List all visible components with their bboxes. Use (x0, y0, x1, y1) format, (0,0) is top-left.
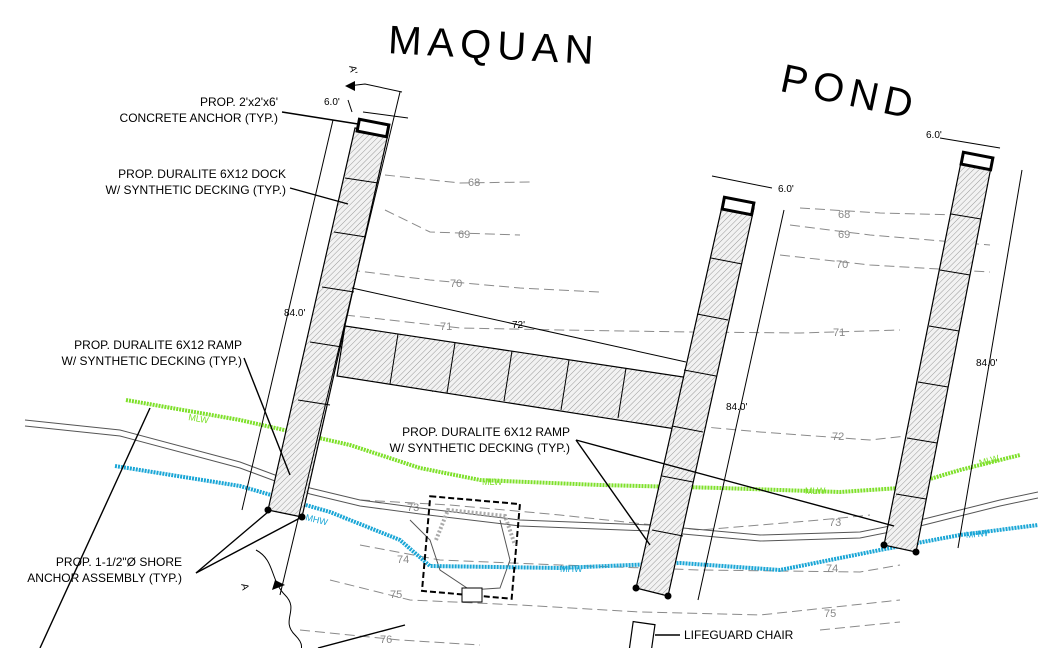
contour-75 (329, 579, 901, 616)
mlw-label-1: MLW (188, 412, 210, 425)
lifeguard-chair (628, 620, 656, 648)
title-pond: POND (777, 57, 923, 129)
callout-line: ANCHOR ASSEMBLY (TYP.) (27, 571, 182, 585)
contour-label-68b: 68 (838, 209, 850, 221)
dim-length-right: 84.0' (976, 358, 997, 369)
contour-70 (349, 254, 991, 293)
dock-left (264, 117, 391, 521)
dimension-lines (241, 81, 1023, 601)
shore-anchor-point (264, 506, 272, 514)
contour-label-71b: 71 (833, 327, 845, 339)
callout-dock: PROP. DURALITE 6X12 DOCK W/ SYNTHETIC DE… (106, 167, 286, 197)
callout-shore-anchor: PROP. 1-1/2"Ø SHORE ANCHOR ASSEMBLY (TYP… (27, 555, 182, 585)
contour-label-75b: 75 (824, 608, 836, 620)
mlw-label-3: MLW (805, 486, 826, 496)
contour-73 (359, 499, 871, 531)
contour-label-72b: 72 (832, 431, 844, 443)
mhw-label-1: MHW (305, 512, 330, 527)
callout-line: W/ SYNTHETIC DECKING (TYP.) (62, 354, 242, 368)
dim-width-center: 6.0' (778, 184, 794, 195)
contour-label-74b: 74 (826, 563, 838, 575)
section-mark-a: A (238, 582, 250, 591)
contour-69 (384, 209, 991, 246)
dim-width-left: 6.0' (324, 97, 340, 108)
dim-width-right: 6.0' (926, 130, 942, 141)
callout-concrete-anchor: PROP. 2'x2'x6' CONCRETE ANCHOR (TYP.) (120, 95, 278, 125)
contour-76 (299, 621, 901, 646)
callout-line: PROP. 1-1/2"Ø SHORE (56, 555, 182, 569)
concrete-anchor-right (959, 150, 995, 172)
contour-label-76: 76 (380, 634, 392, 646)
contour-label-74a: 74 (397, 554, 409, 566)
callout-line: PROP. 2'x2'x6' (200, 95, 278, 109)
contour-label-71a: 71 (440, 321, 452, 333)
shore-anchor-point (880, 541, 888, 549)
callout-line: CONCRETE ANCHOR (TYP.) (120, 111, 278, 125)
callout-ramp-center: PROP. DURALITE 6X12 RAMP W/ SYNTHETIC DE… (390, 425, 570, 455)
dock-center (632, 195, 756, 600)
guard-stand (461, 587, 483, 603)
callout-leaders (39, 111, 895, 648)
concrete-anchor-left (355, 117, 391, 139)
contour-label-69a: 69 (458, 229, 470, 241)
mhw-label-3: MHW (965, 528, 989, 540)
title-maquan: MAQUAN (387, 18, 601, 73)
dim-spacing: 72' (512, 320, 525, 331)
shore-anchor-point (912, 548, 920, 556)
contour-label-70a: 70 (450, 278, 462, 290)
mlw-line (125, 398, 1021, 495)
callout-line: PROP. DURALITE 6X12 DOCK (118, 167, 286, 181)
contour-label-75a: 75 (390, 589, 402, 601)
contour-label-69b: 69 (838, 229, 850, 241)
callout-line: W/ SYNTHETIC DECKING (TYP.) (106, 183, 286, 197)
beach-path (434, 507, 517, 546)
swim-area-boundary (420, 495, 522, 600)
dim-length-center: 84.0' (726, 402, 747, 413)
shore-anchor-point (632, 584, 640, 592)
callout-line: PROP. DURALITE 6X12 RAMP (74, 338, 242, 352)
mlw-label-4: MLW (978, 453, 1001, 468)
callout-ramp-left: PROP. DURALITE 6X12 RAMP W/ SYNTHETIC DE… (62, 338, 242, 368)
contour-68 (384, 174, 961, 216)
mhw-label-2: MHW (560, 564, 583, 574)
connecting-ramp (336, 325, 691, 431)
shore-anchor-point (664, 592, 672, 600)
contour-label-73b: 73 (829, 517, 841, 529)
contour-71 (344, 314, 901, 334)
break-line (255, 549, 303, 648)
contour-label-68a: 68 (468, 177, 480, 189)
concrete-anchor-center (720, 195, 756, 217)
mlw-label-2: MLW (482, 477, 503, 487)
contour-label-70b: 70 (836, 259, 848, 271)
dim-length-left: 84.0' (284, 308, 305, 319)
callout-line: PROP. DURALITE 6X12 RAMP (402, 425, 570, 439)
contour-74 (359, 544, 901, 573)
shore-anchor-point (298, 513, 306, 521)
dock-right (880, 150, 995, 556)
contour-label-73a: 73 (407, 502, 419, 514)
callout-line: W/ SYNTHETIC DECKING (TYP.) (390, 441, 570, 455)
section-mark-a-prime: A' (346, 64, 359, 75)
callout-lifeguard-chair: LIFEGUARD CHAIR (684, 628, 794, 642)
